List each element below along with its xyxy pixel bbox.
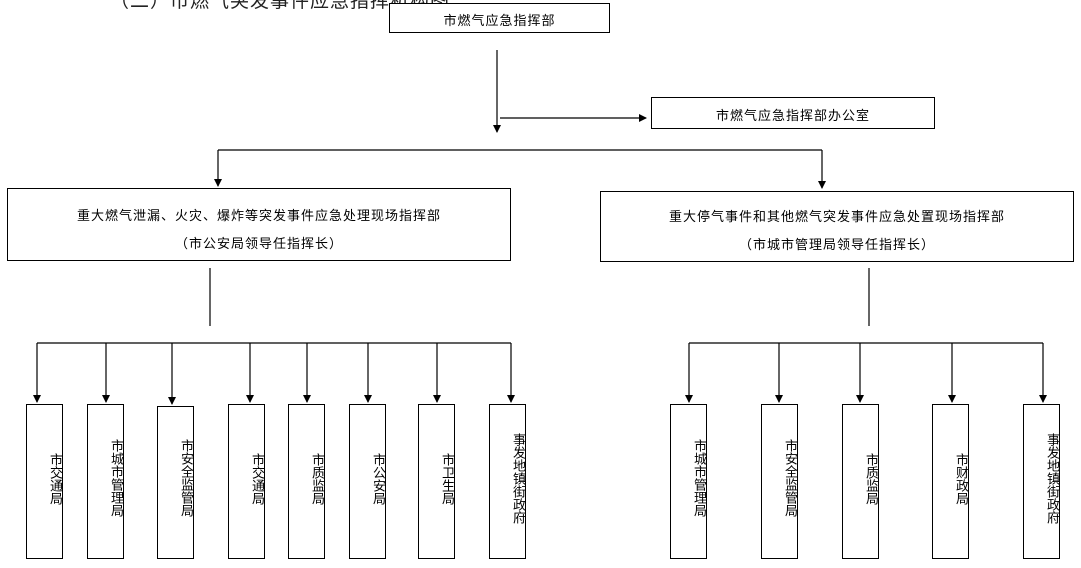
right-unit-3-label: 市质监局 bbox=[863, 453, 878, 505]
right-unit-2: 市安全监管局 bbox=[761, 404, 798, 559]
left-branch-lead: （市公安局领导任指挥长） bbox=[174, 237, 343, 252]
left-unit-3-label: 市安全监管局 bbox=[178, 439, 193, 517]
left-unit-5: 市质监局 bbox=[288, 404, 325, 559]
left-unit-4-label: 市交通局 bbox=[249, 453, 264, 505]
left-unit-1: 市交通局 bbox=[26, 404, 63, 559]
left-unit-6: 市公安局 bbox=[349, 404, 386, 559]
left-unit-7-label: 市卫生局 bbox=[439, 453, 454, 505]
left-unit-2: 市城市管理局 bbox=[87, 404, 124, 559]
right-unit-4-label: 市财政局 bbox=[953, 453, 968, 505]
right-unit-5: 事发地镇街政府 bbox=[1023, 404, 1060, 559]
left-unit-7: 市卫生局 bbox=[418, 404, 455, 559]
left-branch-title: 重大燃气泄漏、火灾、爆炸等突发事件应急处理现场指挥部 bbox=[76, 209, 441, 224]
right-branch-title: 重大停气事件和其他燃气突发事件应急处置现场指挥部 bbox=[668, 210, 1005, 225]
right-unit-3: 市质监局 bbox=[842, 404, 879, 559]
left-unit-3: 市安全监管局 bbox=[157, 406, 194, 559]
right-unit-1: 市城市管理局 bbox=[670, 404, 707, 559]
node-root: 市燃气应急指挥部 bbox=[389, 3, 610, 33]
right-unit-1-label: 市城市管理局 bbox=[691, 439, 706, 517]
right-unit-5-label: 事发地镇街政府 bbox=[1044, 433, 1059, 524]
node-right-branch: 重大停气事件和其他燃气突发事件应急处置现场指挥部 （市城市管理局领导任指挥长） bbox=[600, 191, 1074, 262]
chart-title-fragment: （二）市燃气突发事件应急指挥机构图 bbox=[110, 0, 451, 12]
right-unit-4: 市财政局 bbox=[932, 404, 969, 559]
right-unit-2-label: 市安全监管局 bbox=[782, 439, 797, 517]
left-unit-2-label: 市城市管理局 bbox=[108, 439, 123, 517]
left-unit-6-label: 市公安局 bbox=[370, 453, 385, 505]
node-office: 市燃气应急指挥部办公室 bbox=[651, 97, 935, 129]
left-unit-5-label: 市质监局 bbox=[309, 453, 324, 505]
left-unit-1-label: 市交通局 bbox=[47, 453, 62, 505]
left-unit-4: 市交通局 bbox=[228, 404, 265, 559]
node-root-label: 市燃气应急指挥部 bbox=[443, 14, 556, 29]
node-left-branch: 重大燃气泄漏、火灾、爆炸等突发事件应急处理现场指挥部 （市公安局领导任指挥长） bbox=[7, 188, 511, 261]
left-unit-8-label: 事发地镇街政府 bbox=[510, 433, 525, 524]
left-unit-8: 事发地镇街政府 bbox=[489, 404, 526, 559]
node-office-label: 市燃气应急指挥部办公室 bbox=[715, 109, 870, 124]
right-branch-lead: （市城市管理局领导任指挥长） bbox=[738, 238, 935, 253]
